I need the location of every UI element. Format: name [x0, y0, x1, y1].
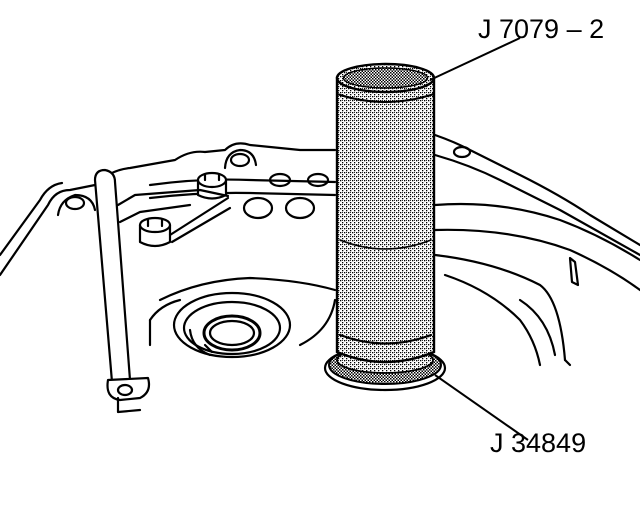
callout-j7079-2: J 7079 – 2: [478, 14, 604, 44]
bolt-lower: [138, 216, 172, 248]
leader-line-bottom: [434, 374, 529, 441]
lever-arm: [93, 168, 232, 414]
leader-line-top: [429, 37, 521, 81]
bolt-upper: [196, 171, 228, 200]
housing: [0, 133, 640, 367]
seal-bore: [172, 291, 292, 359]
callout-j34849: J 34849: [490, 428, 586, 458]
tool-j7079-2-cylinder: [335, 62, 436, 364]
